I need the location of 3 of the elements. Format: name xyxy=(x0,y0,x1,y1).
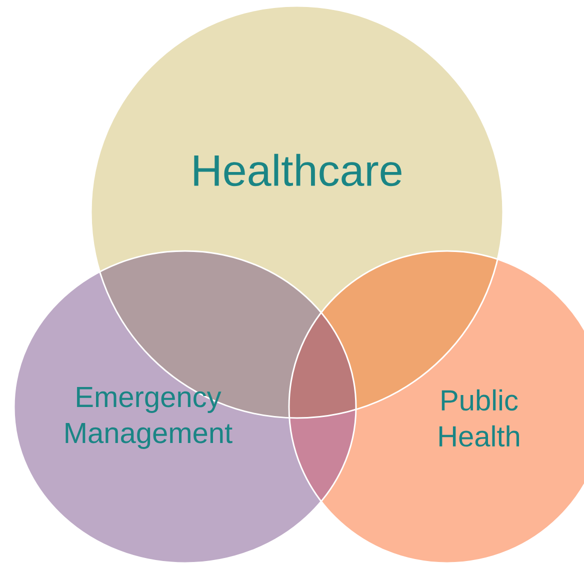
circle-label: Healthcare xyxy=(194,154,402,186)
circle-label: Emergency Management xyxy=(66,387,232,449)
circle-label: Public Health xyxy=(439,389,520,447)
